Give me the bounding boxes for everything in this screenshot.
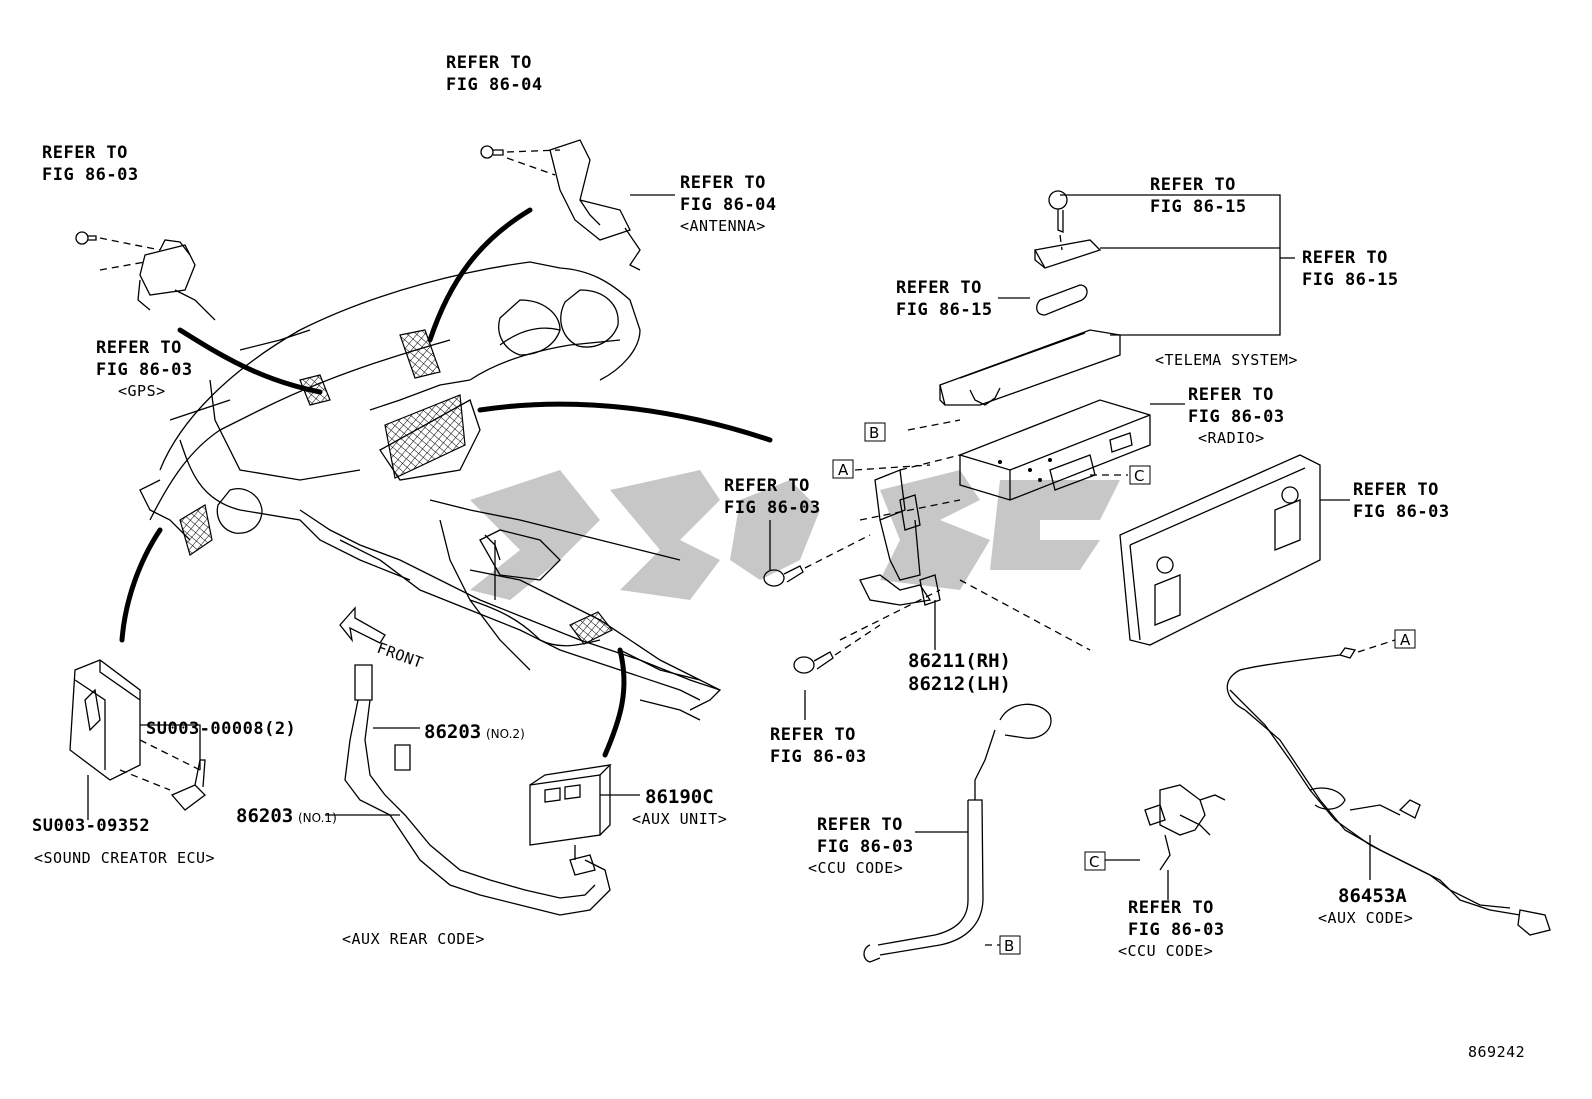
ccu-ref-left-line2: FIG 86-03 [817, 837, 914, 857]
screw-ref-upper-line1: REFER TO [724, 476, 810, 496]
aux-unit-pn: 86190C [645, 786, 714, 808]
radio-ref-line1: REFER TO [1188, 385, 1274, 405]
sound-ecu-pn: SU003-09352 [32, 816, 150, 836]
gps-unit [75, 231, 216, 321]
rear-code-name: <AUX REAR CODE> [342, 930, 485, 948]
telema-ref-right-line2: FIG 86-15 [1302, 270, 1399, 290]
aux-unit [529, 764, 612, 846]
screw-ref-lower-line1: REFER TO [770, 725, 856, 745]
ccu-ref-right-line1: REFER TO [1128, 898, 1214, 918]
aux-rear-code-cable [344, 664, 611, 916]
ccu-code-cable-left [863, 703, 1052, 963]
gps-ref-top-line2: FIG 86-03 [42, 165, 139, 185]
leader-lines [87, 194, 1371, 946]
antenna-unit [480, 139, 641, 271]
antenna-ref-top-line2: FIG 86-04 [446, 75, 543, 95]
box-b-upper: B [864, 422, 886, 442]
aux-unit-name: <AUX UNIT> [632, 810, 727, 828]
box-a-lower: A [1394, 629, 1416, 649]
telema-ref-top-line2: FIG 86-15 [1150, 197, 1247, 217]
telema-name: <TELEMA SYSTEM> [1155, 351, 1298, 369]
telema-ref-left-line1: REFER TO [896, 278, 982, 298]
gps-ref-top-line1: REFER TO [42, 143, 128, 163]
svg-text:C: C [1089, 853, 1099, 871]
svg-text:B: B [869, 424, 879, 442]
ccu-ref-left-line1: REFER TO [817, 815, 903, 835]
radio-ref-line2: FIG 86-03 [1188, 407, 1285, 427]
box-b-lower: B [999, 935, 1021, 955]
front-arrow-label: FRONT [375, 639, 426, 672]
svg-text:C: C [1134, 467, 1144, 485]
sound-bolt-pn: SU003-00008(2) [146, 719, 296, 739]
box-a-upper: A [832, 459, 854, 479]
antenna-name: <ANTENNA> [680, 217, 766, 235]
box-c-upper: C [1129, 465, 1151, 485]
rear-code-pn-no2: 86203 [424, 721, 481, 743]
svg-text:A: A [838, 461, 849, 479]
instrument-panel-illustration [119, 207, 773, 758]
panel-ref-line2: FIG 86-03 [1353, 502, 1450, 522]
gps-ref-bottom-line2: FIG 86-03 [96, 360, 193, 380]
radio-name: <RADIO> [1198, 429, 1265, 447]
ccu-ref-right-line2: FIG 86-03 [1128, 920, 1225, 940]
telema-ref-top-line1: REFER TO [1150, 175, 1236, 195]
svg-text:B: B [1004, 937, 1014, 955]
watermark-logo [470, 470, 1120, 600]
diagram-id: 869242 [1468, 1043, 1525, 1061]
gps-ref-bottom-line1: REFER TO [96, 338, 182, 358]
telema-ref-right-line1: REFER TO [1302, 248, 1388, 268]
antenna-ref-side-line1: REFER TO [680, 173, 766, 193]
aux-code-name: <AUX CODE> [1318, 909, 1413, 927]
aux-code-pn: 86453A [1338, 885, 1407, 907]
antenna-ref-side-line2: FIG 86-04 [680, 195, 777, 215]
radio-unit [959, 399, 1151, 501]
box-c-lower: C [1084, 851, 1106, 871]
sound-ecu-name: <SOUND CREATOR ECU> [34, 849, 215, 867]
bracket-pn-lh: 86212(LH) [908, 673, 1011, 695]
antenna-ref-top-line1: REFER TO [446, 53, 532, 73]
radio-brackets [839, 454, 1091, 651]
panel-ref-line1: REFER TO [1353, 480, 1439, 500]
ccu-code-cable-right [1144, 784, 1226, 871]
ccu-name-left: <CCU CODE> [808, 859, 903, 877]
front-direction-arrow: FRONT [339, 606, 426, 672]
sound-creator-ecu [69, 659, 206, 811]
screw-ref-lower-line2: FIG 86-03 [770, 747, 867, 767]
rear-code-no1: (NO.1) [298, 811, 337, 825]
callout-labels: REFER TO FIG 86-03 REFER TO FIG 86-03 <G… [32, 53, 1525, 1061]
gps-name: <GPS> [118, 382, 166, 400]
ccu-name-right: <CCU CODE> [1118, 942, 1213, 960]
telema-system-unit [939, 190, 1121, 406]
rear-code-no2: (NO.2) [486, 727, 525, 741]
bracket-pn-rh: 86211(RH) [908, 650, 1011, 672]
rear-code-pn-no1: 86203 [236, 805, 293, 827]
telema-ref-left-line2: FIG 86-15 [896, 300, 993, 320]
front-panel [1119, 454, 1321, 646]
screw-ref-upper-line2: FIG 86-03 [724, 498, 821, 518]
screws [763, 534, 881, 674]
reference-boxes: B A C A C B [832, 422, 1416, 955]
svg-text:A: A [1400, 631, 1411, 649]
